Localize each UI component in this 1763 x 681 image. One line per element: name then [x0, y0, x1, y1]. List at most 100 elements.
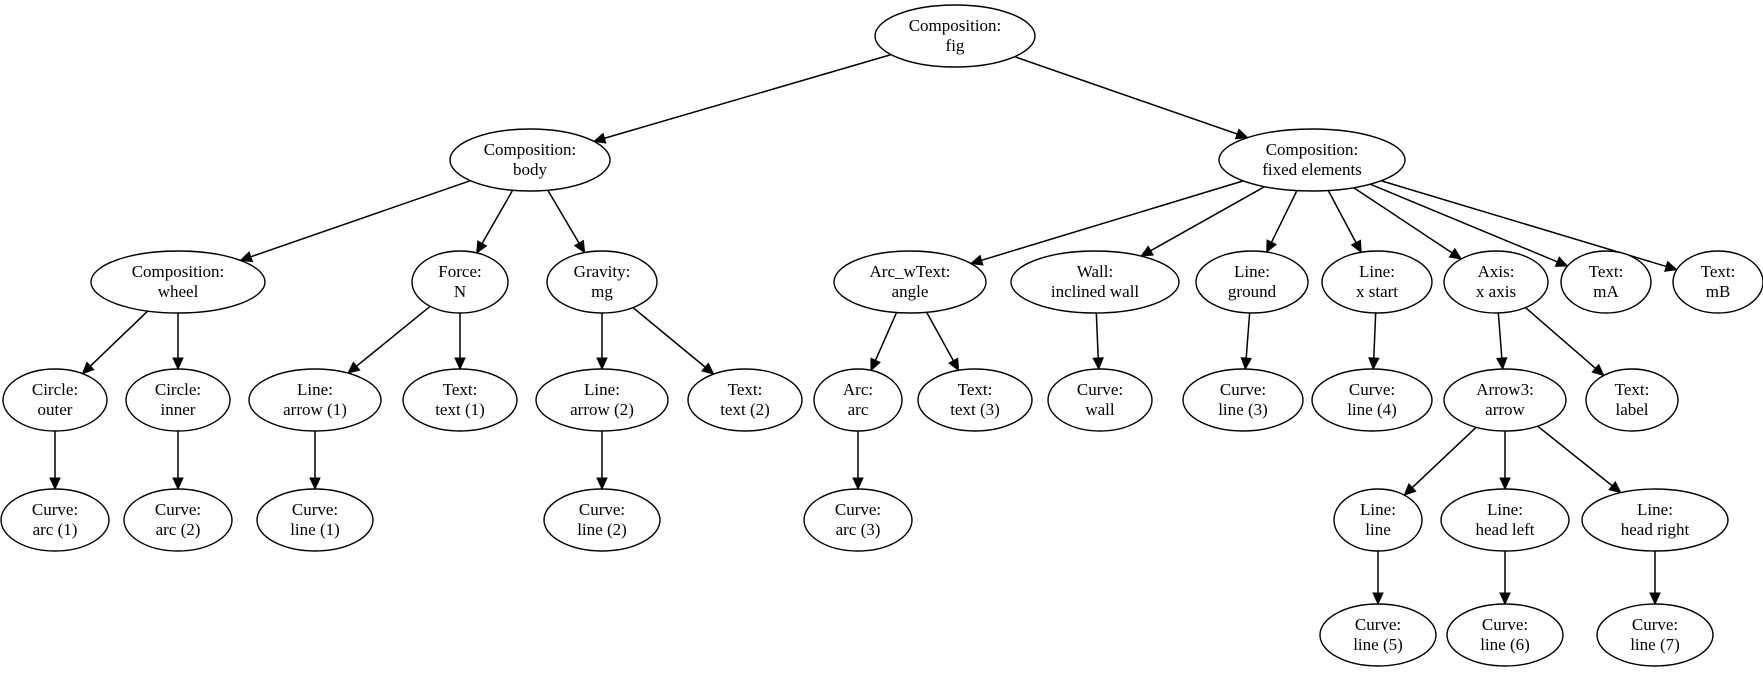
- node-ellipse[interactable]: [123, 488, 233, 552]
- node-ellipse[interactable]: [411, 250, 509, 314]
- node-ellipse[interactable]: [0, 488, 110, 552]
- graph-node-axisx[interactable]: Axis:x axis: [1443, 250, 1549, 314]
- graph-edge-arrowhead: [172, 477, 184, 491]
- node-ellipse[interactable]: [2, 368, 108, 432]
- node-label-type: Text:: [728, 380, 763, 399]
- graph-edge-arrowhead: [172, 357, 184, 371]
- node-ellipse[interactable]: [1195, 250, 1309, 314]
- graph-node-body[interactable]: Composition:body: [449, 128, 611, 192]
- node-ellipse[interactable]: [833, 250, 987, 314]
- graph-node-curveline2[interactable]: Curve:line (2): [543, 488, 661, 552]
- node-ellipse[interactable]: [1672, 250, 1763, 314]
- graph-node-texttext2[interactable]: Text:text (2): [687, 368, 803, 432]
- graph-node-wall[interactable]: Wall:inclined wall: [1010, 250, 1180, 314]
- graph-node-linexstart[interactable]: Line:x start: [1321, 250, 1433, 314]
- graph-node-lineground[interactable]: Line:ground: [1195, 250, 1309, 314]
- graph-node-lineheadright[interactable]: Line:head right: [1581, 488, 1729, 552]
- node-ellipse[interactable]: [449, 128, 611, 192]
- graph-edge: [1537, 425, 1613, 487]
- graph-node-linearrow2[interactable]: Line:arrow (2): [535, 368, 669, 432]
- graph-edge-arrowhead: [347, 361, 361, 374]
- node-ellipse[interactable]: [1581, 488, 1729, 552]
- node-ellipse[interactable]: [917, 368, 1033, 432]
- node-ellipse[interactable]: [546, 250, 658, 314]
- node-label-name: line (6): [1480, 635, 1530, 654]
- node-ellipse[interactable]: [1443, 368, 1567, 432]
- graph-node-forceN[interactable]: Force:N: [411, 250, 509, 314]
- graph-node-textlabel[interactable]: Text:label: [1585, 368, 1679, 432]
- graph-node-arcarc[interactable]: Arc:arc: [813, 368, 903, 432]
- graph-node-curveline1[interactable]: Curve:line (1): [256, 488, 374, 552]
- node-label-type: Line:: [1637, 500, 1673, 519]
- node-ellipse[interactable]: [1319, 603, 1437, 667]
- node-label-name: fig: [946, 36, 965, 55]
- node-label-name: line (4): [1347, 400, 1397, 419]
- node-ellipse[interactable]: [248, 368, 382, 432]
- graph-node-circleinner[interactable]: Circle:inner: [125, 368, 231, 432]
- node-ellipse[interactable]: [813, 368, 903, 432]
- graph-node-lineheadleft[interactable]: Line:head left: [1440, 488, 1570, 552]
- graph-node-curveline4[interactable]: Curve:line (4): [1311, 368, 1433, 432]
- node-ellipse[interactable]: [1010, 250, 1180, 314]
- graph-node-circleouter[interactable]: Circle:outer: [2, 368, 108, 432]
- node-label-type: Gravity:: [574, 262, 631, 281]
- graph-node-curveline7[interactable]: Curve:line (7): [1596, 603, 1714, 667]
- graph-node-curveline6[interactable]: Curve:line (6): [1446, 603, 1564, 667]
- graph-node-curvearc1[interactable]: Curve:arc (1): [0, 488, 110, 552]
- graph-edge: [1411, 426, 1477, 489]
- graph-edge-arrowhead: [852, 477, 864, 491]
- node-ellipse[interactable]: [1321, 250, 1433, 314]
- node-ellipse[interactable]: [90, 250, 266, 314]
- graph-node-curveline3[interactable]: Curve:line (3): [1182, 368, 1304, 432]
- graph-node-gravity[interactable]: Gravity:mg: [546, 250, 658, 314]
- node-ellipse[interactable]: [803, 488, 913, 552]
- graph-node-curvearc3[interactable]: Curve:arc (3): [803, 488, 913, 552]
- node-label-name: ground: [1228, 282, 1277, 301]
- graph-edge-arrowhead: [1448, 247, 1463, 260]
- graph-node-arrow3[interactable]: Arrow3:arrow: [1443, 368, 1567, 432]
- node-label-type: Text:: [443, 380, 478, 399]
- node-ellipse[interactable]: [1311, 368, 1433, 432]
- node-label-name: arc: [848, 400, 869, 419]
- node-ellipse[interactable]: [1182, 368, 1304, 432]
- graph-node-curveline5[interactable]: Curve:line (5): [1319, 603, 1437, 667]
- node-ellipse[interactable]: [125, 368, 231, 432]
- graph-edge-arrowhead: [1591, 363, 1605, 377]
- node-ellipse[interactable]: [1218, 128, 1406, 192]
- graph-node-texttext3[interactable]: Text:text (3): [917, 368, 1033, 432]
- node-ellipse[interactable]: [1443, 250, 1549, 314]
- node-ellipse[interactable]: [1446, 603, 1564, 667]
- graph-node-lineline[interactable]: Line:line: [1333, 488, 1423, 552]
- node-ellipse[interactable]: [256, 488, 374, 552]
- node-label-type: Line:: [1487, 500, 1523, 519]
- node-label-type: Curve:: [1349, 380, 1395, 399]
- node-label-type: Curve:: [1220, 380, 1266, 399]
- node-label-type: Text:: [1615, 380, 1650, 399]
- node-ellipse[interactable]: [535, 368, 669, 432]
- node-ellipse[interactable]: [402, 368, 518, 432]
- graph-node-texttext1[interactable]: Text:text (1): [402, 368, 518, 432]
- node-ellipse[interactable]: [1440, 488, 1570, 552]
- graph-edge-arrowhead: [476, 240, 488, 254]
- graph-node-curvearc2[interactable]: Curve:arc (2): [123, 488, 233, 552]
- node-ellipse[interactable]: [1047, 368, 1153, 432]
- node-ellipse[interactable]: [1333, 488, 1423, 552]
- graph-edge-arrowhead: [1234, 128, 1249, 140]
- graph-node-textmB[interactable]: Text:mB: [1672, 250, 1763, 314]
- graph-node-fixed[interactable]: Composition:fixed elements: [1218, 128, 1406, 192]
- node-ellipse[interactable]: [543, 488, 661, 552]
- graph-node-curvewall[interactable]: Curve:wall: [1047, 368, 1153, 432]
- graph-node-fig[interactable]: Composition:fig: [874, 4, 1036, 68]
- node-ellipse[interactable]: [1560, 250, 1652, 314]
- node-ellipse[interactable]: [874, 4, 1036, 68]
- node-ellipse[interactable]: [1585, 368, 1679, 432]
- graph-node-wheel[interactable]: Composition:wheel: [90, 250, 266, 314]
- node-label-name: mg: [591, 282, 613, 301]
- node-ellipse[interactable]: [1596, 603, 1714, 667]
- graph-node-linearrow1[interactable]: Line:arrow (1): [248, 368, 382, 432]
- graph-node-arcwtext[interactable]: Arc_wText:angle: [833, 250, 987, 314]
- graph-edge-arrowhead: [1140, 245, 1154, 257]
- graph-node-textmA[interactable]: Text:mA: [1560, 250, 1652, 314]
- node-label-name: arc (1): [33, 520, 78, 539]
- node-ellipse[interactable]: [687, 368, 803, 432]
